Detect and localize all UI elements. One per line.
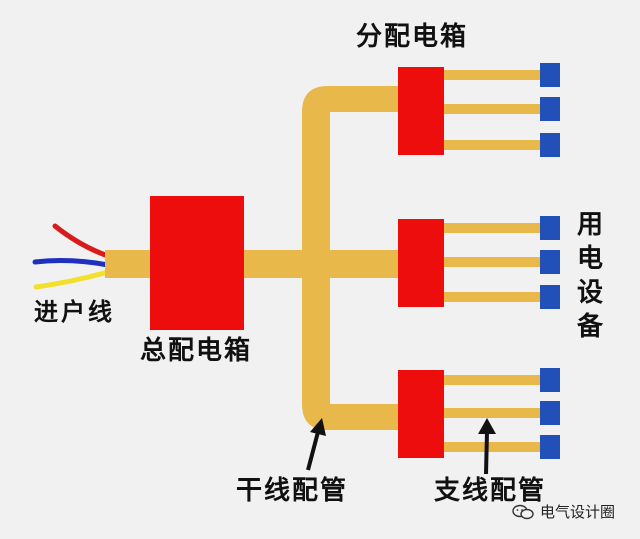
equipment-column xyxy=(540,63,560,459)
equipment-block xyxy=(540,97,560,121)
branch-conduits-bottom xyxy=(444,375,542,452)
sub-distribution-box-1 xyxy=(398,67,444,155)
trunk-conduit-vertical xyxy=(302,86,400,430)
equipment-block xyxy=(540,435,560,459)
equipment-block xyxy=(540,133,560,157)
wire-yellow xyxy=(33,269,111,290)
equipment-block xyxy=(540,401,560,425)
branch-conduit-label: 支线配管 xyxy=(434,476,547,506)
sub-distribution-box-3 xyxy=(398,370,444,458)
arrow-trunk xyxy=(306,418,326,471)
equipment-label: 用电设备 xyxy=(576,210,603,342)
incoming-conduit xyxy=(105,250,153,278)
sub-distribution-box-2 xyxy=(398,219,444,307)
equipment-block xyxy=(540,285,560,309)
branch-conduits-top xyxy=(444,70,542,150)
watermark: 电气设计圈 xyxy=(512,501,615,522)
incoming-line-label: 进户线 xyxy=(34,298,115,326)
equipment-block xyxy=(540,368,560,392)
trunk-conduit-label: 干线配管 xyxy=(236,476,349,506)
wire-blue xyxy=(32,258,111,268)
watermark-text: 电气设计圈 xyxy=(540,503,616,521)
main-box-label: 总配电箱 xyxy=(140,336,253,366)
equipment-block xyxy=(540,250,560,274)
equipment-block xyxy=(540,63,560,87)
main-distribution-box xyxy=(150,196,244,330)
branch-conduits-middle xyxy=(444,223,542,302)
wechat-icon xyxy=(512,504,534,519)
arrow-branch xyxy=(478,418,496,475)
equipment-block xyxy=(540,216,560,240)
wire-red xyxy=(52,223,111,259)
distribution-box-label: 分配电箱 xyxy=(356,22,469,52)
